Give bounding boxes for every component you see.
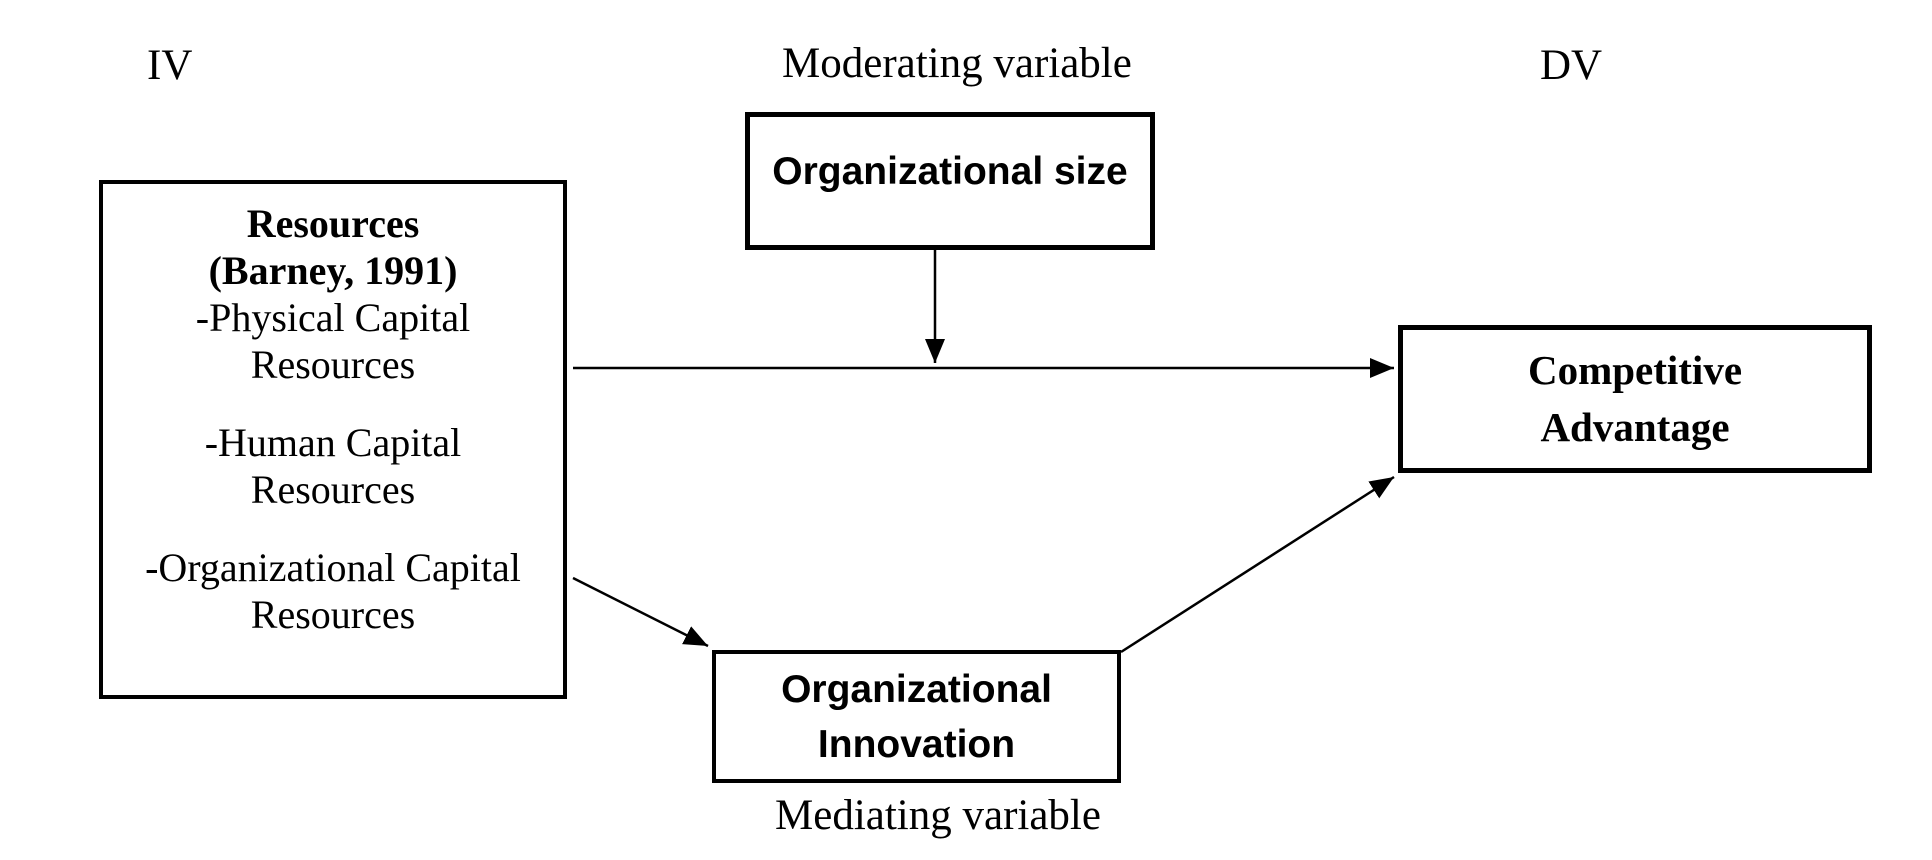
mediating-variable-caption: Mediating variable [775,792,1101,839]
resources-item-line: -Human Capital [204,420,462,465]
resources-item-organizational: -Organizational Capital Resources [103,544,563,638]
competitive-advantage-box: Competitive Advantage [1398,325,1872,473]
moderating-variable-caption: Moderating variable [782,40,1132,87]
competitive-advantage-line2: Advantage [1540,404,1730,450]
organizational-innovation-line2: Innovation [817,722,1016,766]
organizational-innovation-line1: Organizational [781,667,1052,711]
organizational-size-box: Organizational size [745,112,1155,250]
resources-box-content: Resources (Barney, 1991) -Physical Capit… [103,184,563,638]
resources-item-human: -Human Capital Resources [103,419,563,513]
resources-item-line: -Organizational Capital [145,545,521,590]
iv-to-mediator-arrow [572,576,709,648]
dv-caption: DV [1540,42,1603,89]
resources-item-line: -Physical Capital [195,295,471,340]
resources-item-line: Resources [250,592,416,637]
organizational-size-label: Organizational size [772,150,1128,193]
resources-title: Resources [246,201,420,246]
organizational-innovation-box: Organizational Innovation [712,650,1121,783]
resources-item-physical: -Physical Capital Resources [103,294,563,388]
competitive-advantage-line1: Competitive [1527,347,1743,393]
mediator-to-dv-arrow [1120,475,1395,654]
iv-caption: IV [147,42,193,89]
resources-box: Resources (Barney, 1991) -Physical Capit… [99,180,567,699]
resources-item-line: Resources [250,342,416,387]
resources-item-line: Resources [250,467,416,512]
resources-subtitle: (Barney, 1991) [208,248,458,293]
